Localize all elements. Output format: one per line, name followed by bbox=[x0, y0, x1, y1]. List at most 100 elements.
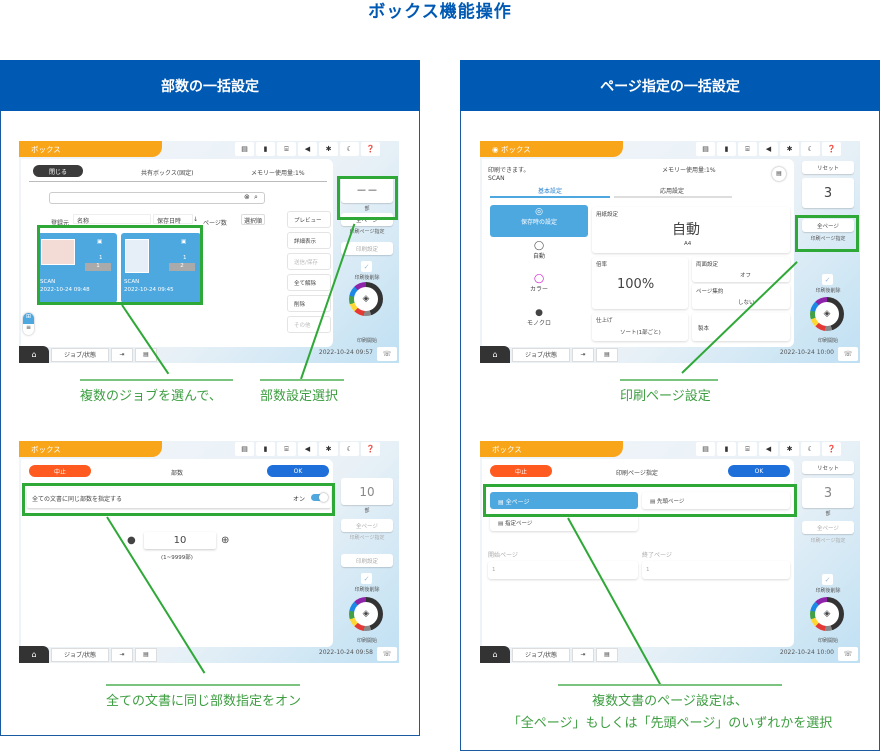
search-input[interactable] bbox=[49, 192, 265, 204]
quiet-off-icon[interactable]: ✱ bbox=[319, 442, 338, 456]
ok-button[interactable]: OK bbox=[267, 465, 329, 477]
print-settings-button[interactable]: 印刷設定 bbox=[341, 242, 393, 255]
delete-after-checkbox[interactable]: ✓ bbox=[822, 574, 833, 585]
job-status-button[interactable]: ジョブ/状態 bbox=[512, 347, 570, 362]
card-icon[interactable]: ▤ bbox=[596, 347, 618, 362]
all-pages-button[interactable]: 全ページ bbox=[802, 521, 854, 534]
sort-icon[interactable]: ↓ bbox=[193, 216, 199, 223]
reset-button[interactable]: リセット bbox=[802, 161, 854, 174]
moon-icon[interactable]: ☾ bbox=[340, 442, 359, 456]
clear-search-icon[interactable]: ⊗ bbox=[244, 193, 250, 201]
duplex-setting[interactable]: 両面設定 オフ bbox=[692, 257, 790, 282]
sound-icon[interactable]: ◀ bbox=[759, 142, 778, 156]
column-date[interactable]: 保存日時 bbox=[153, 214, 193, 225]
delete-after-checkbox[interactable]: ✓ bbox=[822, 274, 833, 285]
wifi-icon[interactable]: ⌸ bbox=[277, 142, 296, 156]
moon-icon[interactable]: ☾ bbox=[340, 142, 359, 156]
start-button[interactable]: ◈ bbox=[810, 597, 844, 631]
card-icon[interactable]: ▤ bbox=[596, 647, 618, 662]
wifi-icon[interactable]: ⌸ bbox=[738, 442, 757, 456]
job-status-button[interactable]: ジョブ/状態 bbox=[51, 347, 109, 362]
help-icon[interactable]: ❓ bbox=[361, 442, 380, 456]
option-all-pages[interactable]: ▤ 全ページ bbox=[490, 492, 638, 509]
help-icon[interactable]: ❓ bbox=[361, 142, 380, 156]
delete-after-checkbox[interactable]: ✓ bbox=[361, 573, 372, 584]
eject-icon[interactable]: ⇥ bbox=[572, 647, 594, 662]
mode-color[interactable]: ◯カラー bbox=[490, 274, 588, 293]
end-page-input[interactable]: 1 bbox=[642, 561, 790, 579]
job-card[interactable]: ▣ 1 2 SCAN 2022-10-24 09:45 bbox=[121, 233, 201, 303]
start-page-input[interactable]: 1 bbox=[488, 561, 638, 579]
start-button[interactable]: ◈ bbox=[349, 597, 383, 631]
job-status-button[interactable]: ジョブ/状態 bbox=[51, 647, 109, 662]
start-button[interactable]: ◈ bbox=[349, 282, 383, 316]
copies-display[interactable]: －－ bbox=[341, 176, 393, 203]
column-source[interactable]: 登録元 bbox=[51, 220, 70, 227]
copies-display[interactable]: 3 bbox=[802, 178, 854, 208]
home-button[interactable]: ⌂ bbox=[19, 646, 49, 663]
column-name[interactable]: 名称 bbox=[73, 214, 151, 225]
delete-button[interactable]: 削除 bbox=[287, 295, 331, 312]
close-button[interactable]: 閉じる bbox=[33, 165, 83, 177]
zoom-setting[interactable]: 倍率 100% bbox=[592, 257, 688, 309]
preset-icon[interactable]: ▤ bbox=[772, 167, 786, 181]
paper-setting[interactable]: 用紙設定 自動 A4 bbox=[592, 207, 790, 253]
card-icon[interactable]: ▤ bbox=[135, 647, 157, 662]
mode-saved-settings[interactable]: ◎保存時の設定 bbox=[490, 205, 588, 237]
increment-button[interactable]: ⊕ bbox=[221, 535, 230, 546]
ink-icon[interactable]: ▮ bbox=[717, 442, 736, 456]
job-status-button[interactable]: ジョブ/状態 bbox=[512, 647, 570, 662]
moon-icon[interactable]: ☾ bbox=[801, 142, 820, 156]
paper-icon[interactable]: ▤ bbox=[235, 442, 254, 456]
moon-icon[interactable]: ☾ bbox=[801, 442, 820, 456]
delete-after-checkbox[interactable]: ✓ bbox=[361, 261, 372, 272]
finishing-setting[interactable]: 仕上げ ソート(1部ごと) bbox=[592, 313, 688, 341]
sound-icon[interactable]: ◀ bbox=[759, 442, 778, 456]
sound-icon[interactable]: ◀ bbox=[298, 442, 317, 456]
same-copies-row[interactable]: 全ての文書に同じ部数を指定する オン bbox=[27, 488, 331, 508]
ink-icon[interactable]: ▮ bbox=[256, 142, 275, 156]
copies-display[interactable]: 10 bbox=[341, 478, 393, 505]
back-icon[interactable]: ◉ bbox=[492, 145, 501, 154]
sound-icon[interactable]: ◀ bbox=[298, 142, 317, 156]
wifi-icon[interactable]: ⌸ bbox=[738, 142, 757, 156]
decrement-button[interactable]: ● bbox=[127, 535, 136, 546]
paper-icon[interactable]: ▤ bbox=[696, 142, 715, 156]
tab-basic[interactable]: 基本設定 bbox=[537, 188, 562, 195]
quiet-off-icon[interactable]: ✱ bbox=[780, 142, 799, 156]
help-icon[interactable]: ❓ bbox=[822, 142, 841, 156]
tab-advanced[interactable]: 応用設定 bbox=[659, 188, 684, 195]
home-button[interactable]: ⌂ bbox=[480, 646, 510, 663]
list-view-icon[interactable]: ≡ bbox=[25, 324, 32, 331]
box-tab[interactable]: ◉ ボックス bbox=[480, 141, 623, 157]
all-pages-button[interactable]: 全ページ bbox=[341, 519, 393, 532]
fax-icon[interactable]: ☏ bbox=[838, 347, 858, 361]
nup-setting[interactable]: ページ集約 しない bbox=[692, 284, 790, 309]
mode-auto[interactable]: ◯自動 bbox=[490, 241, 588, 260]
fax-icon[interactable]: ☏ bbox=[377, 347, 397, 361]
details-button[interactable]: 詳細表示 bbox=[287, 232, 331, 249]
home-button[interactable]: ⌂ bbox=[480, 346, 510, 363]
copies-input[interactable]: 10 bbox=[144, 532, 216, 549]
wifi-icon[interactable]: ⌸ bbox=[277, 442, 296, 456]
booklet-setting[interactable]: 製本 bbox=[692, 313, 790, 341]
other-button[interactable]: その他 bbox=[287, 316, 331, 333]
ink-icon[interactable]: ▮ bbox=[717, 142, 736, 156]
reset-button[interactable]: リセット bbox=[802, 461, 854, 474]
ok-button[interactable]: OK bbox=[728, 465, 790, 477]
grid-view-icon[interactable]: ⊞ bbox=[23, 313, 34, 324]
copies-display[interactable]: 3 bbox=[802, 478, 854, 508]
cancel-button[interactable]: 中止 bbox=[29, 465, 91, 477]
toggle-switch[interactable] bbox=[311, 493, 328, 502]
fax-icon[interactable]: ☏ bbox=[377, 647, 397, 661]
start-button[interactable]: ◈ bbox=[810, 297, 844, 331]
option-first-page[interactable]: ▤ 先頭ページ bbox=[642, 492, 790, 509]
fax-icon[interactable]: ☏ bbox=[838, 647, 858, 661]
ink-icon[interactable]: ▮ bbox=[256, 442, 275, 456]
cancel-button[interactable]: 中止 bbox=[490, 465, 552, 477]
send-save-button[interactable]: 送信/保存 bbox=[287, 253, 331, 270]
eject-icon[interactable]: ⇥ bbox=[572, 347, 594, 362]
deselect-all-button[interactable]: 全て解除 bbox=[287, 274, 331, 291]
selection-order-button[interactable]: 選択順 bbox=[241, 214, 265, 225]
quiet-off-icon[interactable]: ✱ bbox=[780, 442, 799, 456]
